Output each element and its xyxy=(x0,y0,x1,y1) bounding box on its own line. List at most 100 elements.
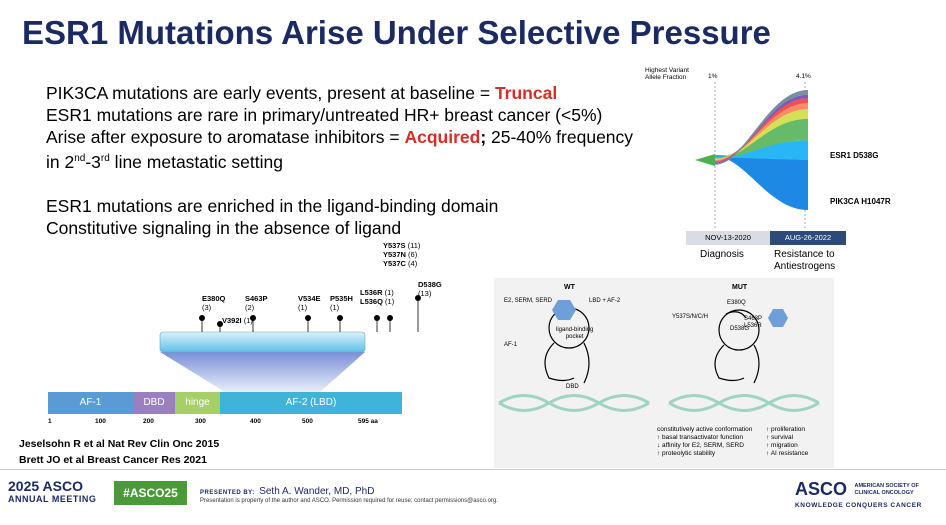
mutation-count: (3) xyxy=(202,303,212,312)
presenter-block: PRESENTED BY: Seth A. Wander, MD, PhD xyxy=(200,481,374,499)
mutation-label: L536R (1)L536Q (1) xyxy=(360,288,394,306)
pocket-label-1: ligand-binding xyxy=(556,327,594,333)
clone-band xyxy=(715,109,808,160)
reference-1: Jeselsohn R et al Nat Rev Clin Onc 2015 xyxy=(19,438,220,450)
asco-society-logo: ASCO AMERICAN SOCIETY OF CLINICAL ONCOLO… xyxy=(795,479,922,509)
mutation-entry: V534E (1) xyxy=(298,294,321,312)
pik3ca-h1047r-label: PIK3CA H1047R xyxy=(830,197,891,206)
pocket-label: ligand-binding pocket xyxy=(556,327,593,341)
domain-af1: AF-1 xyxy=(48,392,133,414)
af1-label: AF-1 xyxy=(504,342,518,348)
mutation-name: E380Q xyxy=(202,294,226,303)
esr1-domain-diagram: E380Q (3)V392I (1)S463P (2)V534E (1)P535… xyxy=(40,236,500,436)
disclaimer: Presentation is property of the author a… xyxy=(200,498,498,504)
presenter-name: Seth A. Wander, MD, PhD xyxy=(259,486,375,497)
caption-line: ↑ AI resistance xyxy=(766,450,809,457)
bullet-acquired: Arise after exposure to aromatase inhibi… xyxy=(46,126,633,148)
axis-tick-label: 1 xyxy=(48,418,52,425)
caption-line: ↓ affinity for E2, SERM, SERD xyxy=(657,442,744,449)
bullet-text: Arise after exposure to aromatase inhibi… xyxy=(46,127,405,147)
footer-divider xyxy=(0,469,946,470)
bullet-text: PIK3CA mutations are early events, prese… xyxy=(46,83,495,103)
mutation-dot xyxy=(374,315,380,321)
mutation-dot xyxy=(199,315,205,321)
mutation-entry: D538G (13) xyxy=(418,280,442,298)
mutation-dot xyxy=(305,315,311,321)
mutation-name: P535H xyxy=(330,294,353,303)
mutation-count: (1) xyxy=(382,288,394,297)
bullet-list: PIK3CA mutations are early events, prese… xyxy=(46,82,633,239)
caption-left: constitutively active conformation ↑ bas… xyxy=(657,426,752,458)
mutation-label: Y537S (11)Y537N (6)Y537C (4) xyxy=(383,241,420,268)
bullet-pik3ca: PIK3CA mutations are early events, prese… xyxy=(46,82,633,104)
caption-line: ↑ migration xyxy=(766,442,798,449)
lbd-af2-label: LBD + AF-2 xyxy=(589,298,621,304)
mutation-entry: Y537S (11) xyxy=(383,241,420,250)
ligands-label: E2, SERM, SERD xyxy=(504,298,553,304)
presented-by-label: PRESENTED BY: xyxy=(200,490,255,496)
mutation-count: (1) xyxy=(382,297,395,306)
asco-wordmark-right: ASCO xyxy=(795,479,848,499)
mutation-name: D538G xyxy=(418,280,442,289)
x-label-resistance-1: Resistance to xyxy=(774,249,835,260)
mutation-count: (1) xyxy=(330,303,340,312)
axis-tick-label: 100 xyxy=(95,418,106,425)
mutation-count: (13) xyxy=(418,289,432,298)
mutation-name: S463P xyxy=(245,294,268,303)
mut-s463p: S463P xyxy=(744,316,763,322)
mutation-name: Y537C xyxy=(383,259,406,268)
mutation-dot xyxy=(250,315,256,321)
reference-2: Brett JO et al Breast Cancer Res 2021 xyxy=(19,454,207,466)
vaf-axis-title-2: Allele Fraction xyxy=(645,74,687,81)
x-label-resistance: Resistance to Antiestrogens xyxy=(774,249,835,273)
mutation-entry: Y537C (4) xyxy=(383,259,420,268)
mut-y537: Y537S/N/C/H xyxy=(672,314,709,320)
mutation-name: Y537N xyxy=(383,250,406,259)
society-name: AMERICAN SOCIETY OF CLINICAL ONCOLOGY xyxy=(854,483,918,497)
clonal-fan-graphic xyxy=(695,82,808,230)
mutation-dot xyxy=(337,315,343,321)
caption-line: constitutively active conformation xyxy=(657,426,753,433)
mut-e380q: E380Q xyxy=(727,300,746,306)
clone-band xyxy=(715,118,808,159)
domain-dbd: DBD xyxy=(133,392,175,414)
wt-label: WT xyxy=(564,284,575,291)
asco-wordmark: ASCO xyxy=(42,478,83,494)
mut-l536r: L536R xyxy=(744,323,762,329)
bullet-constitutive: Constitutive signaling in the absence of… xyxy=(46,217,402,238)
bullet-line-setting: in 2nd-3rd line metastatic setting xyxy=(46,148,633,173)
annual-meeting-label: ANNUAL MEETING xyxy=(8,494,97,504)
esr1-d538g-label: ESR1 D538G xyxy=(830,151,879,160)
bullet-text: in 2 xyxy=(46,151,75,172)
clone-band xyxy=(715,103,808,162)
domain-graphic xyxy=(159,295,421,392)
mutation-name: V392I xyxy=(222,316,242,325)
mutation-dot xyxy=(217,321,223,327)
bullet-text: -3 xyxy=(85,151,101,172)
superscript: nd xyxy=(74,153,86,164)
clonal-evolution-chart: Highest Variant Allele Fraction 1% 4.1% … xyxy=(640,60,891,275)
x-label-diagnosis: Diagnosis xyxy=(700,249,744,260)
mutation-name: V534E xyxy=(298,294,321,303)
caption-line: ↑ proteolytic stability xyxy=(657,450,716,457)
semicolon: ; xyxy=(480,127,487,147)
mutation-name: Y537S xyxy=(383,241,406,250)
mutation-label: V534E (1) xyxy=(298,294,321,312)
mutation-entry: L536Q (1) xyxy=(360,297,394,306)
domain-hinge: hinge xyxy=(175,392,220,414)
clone-band xyxy=(715,155,808,210)
mutation-entry: Y537N (6) xyxy=(383,250,420,259)
caption-line: ↑ proliferation xyxy=(766,426,806,433)
meeting-year: 2025 xyxy=(8,478,40,494)
caption-right: ↑ proliferation ↑ survival ↑ migration ↑… xyxy=(766,426,808,458)
bullet-text: line metastatic setting xyxy=(109,151,283,172)
society-line-2: CLINICAL ONCOLOGY xyxy=(854,489,914,496)
axis-tick-label: 200 xyxy=(143,418,154,425)
mutation-count: (4) xyxy=(405,259,418,268)
tagline: KNOWLEDGE CONQUERS CANCER xyxy=(795,502,922,509)
asco-annual-meeting-logo: 2025 ASCO ANNUAL MEETING xyxy=(8,478,96,504)
dbd-label: DBD xyxy=(566,384,579,390)
clone-origin xyxy=(695,154,715,166)
mutation-label: S463P (2) xyxy=(245,294,268,312)
truncal-highlight: Truncal xyxy=(494,83,558,103)
